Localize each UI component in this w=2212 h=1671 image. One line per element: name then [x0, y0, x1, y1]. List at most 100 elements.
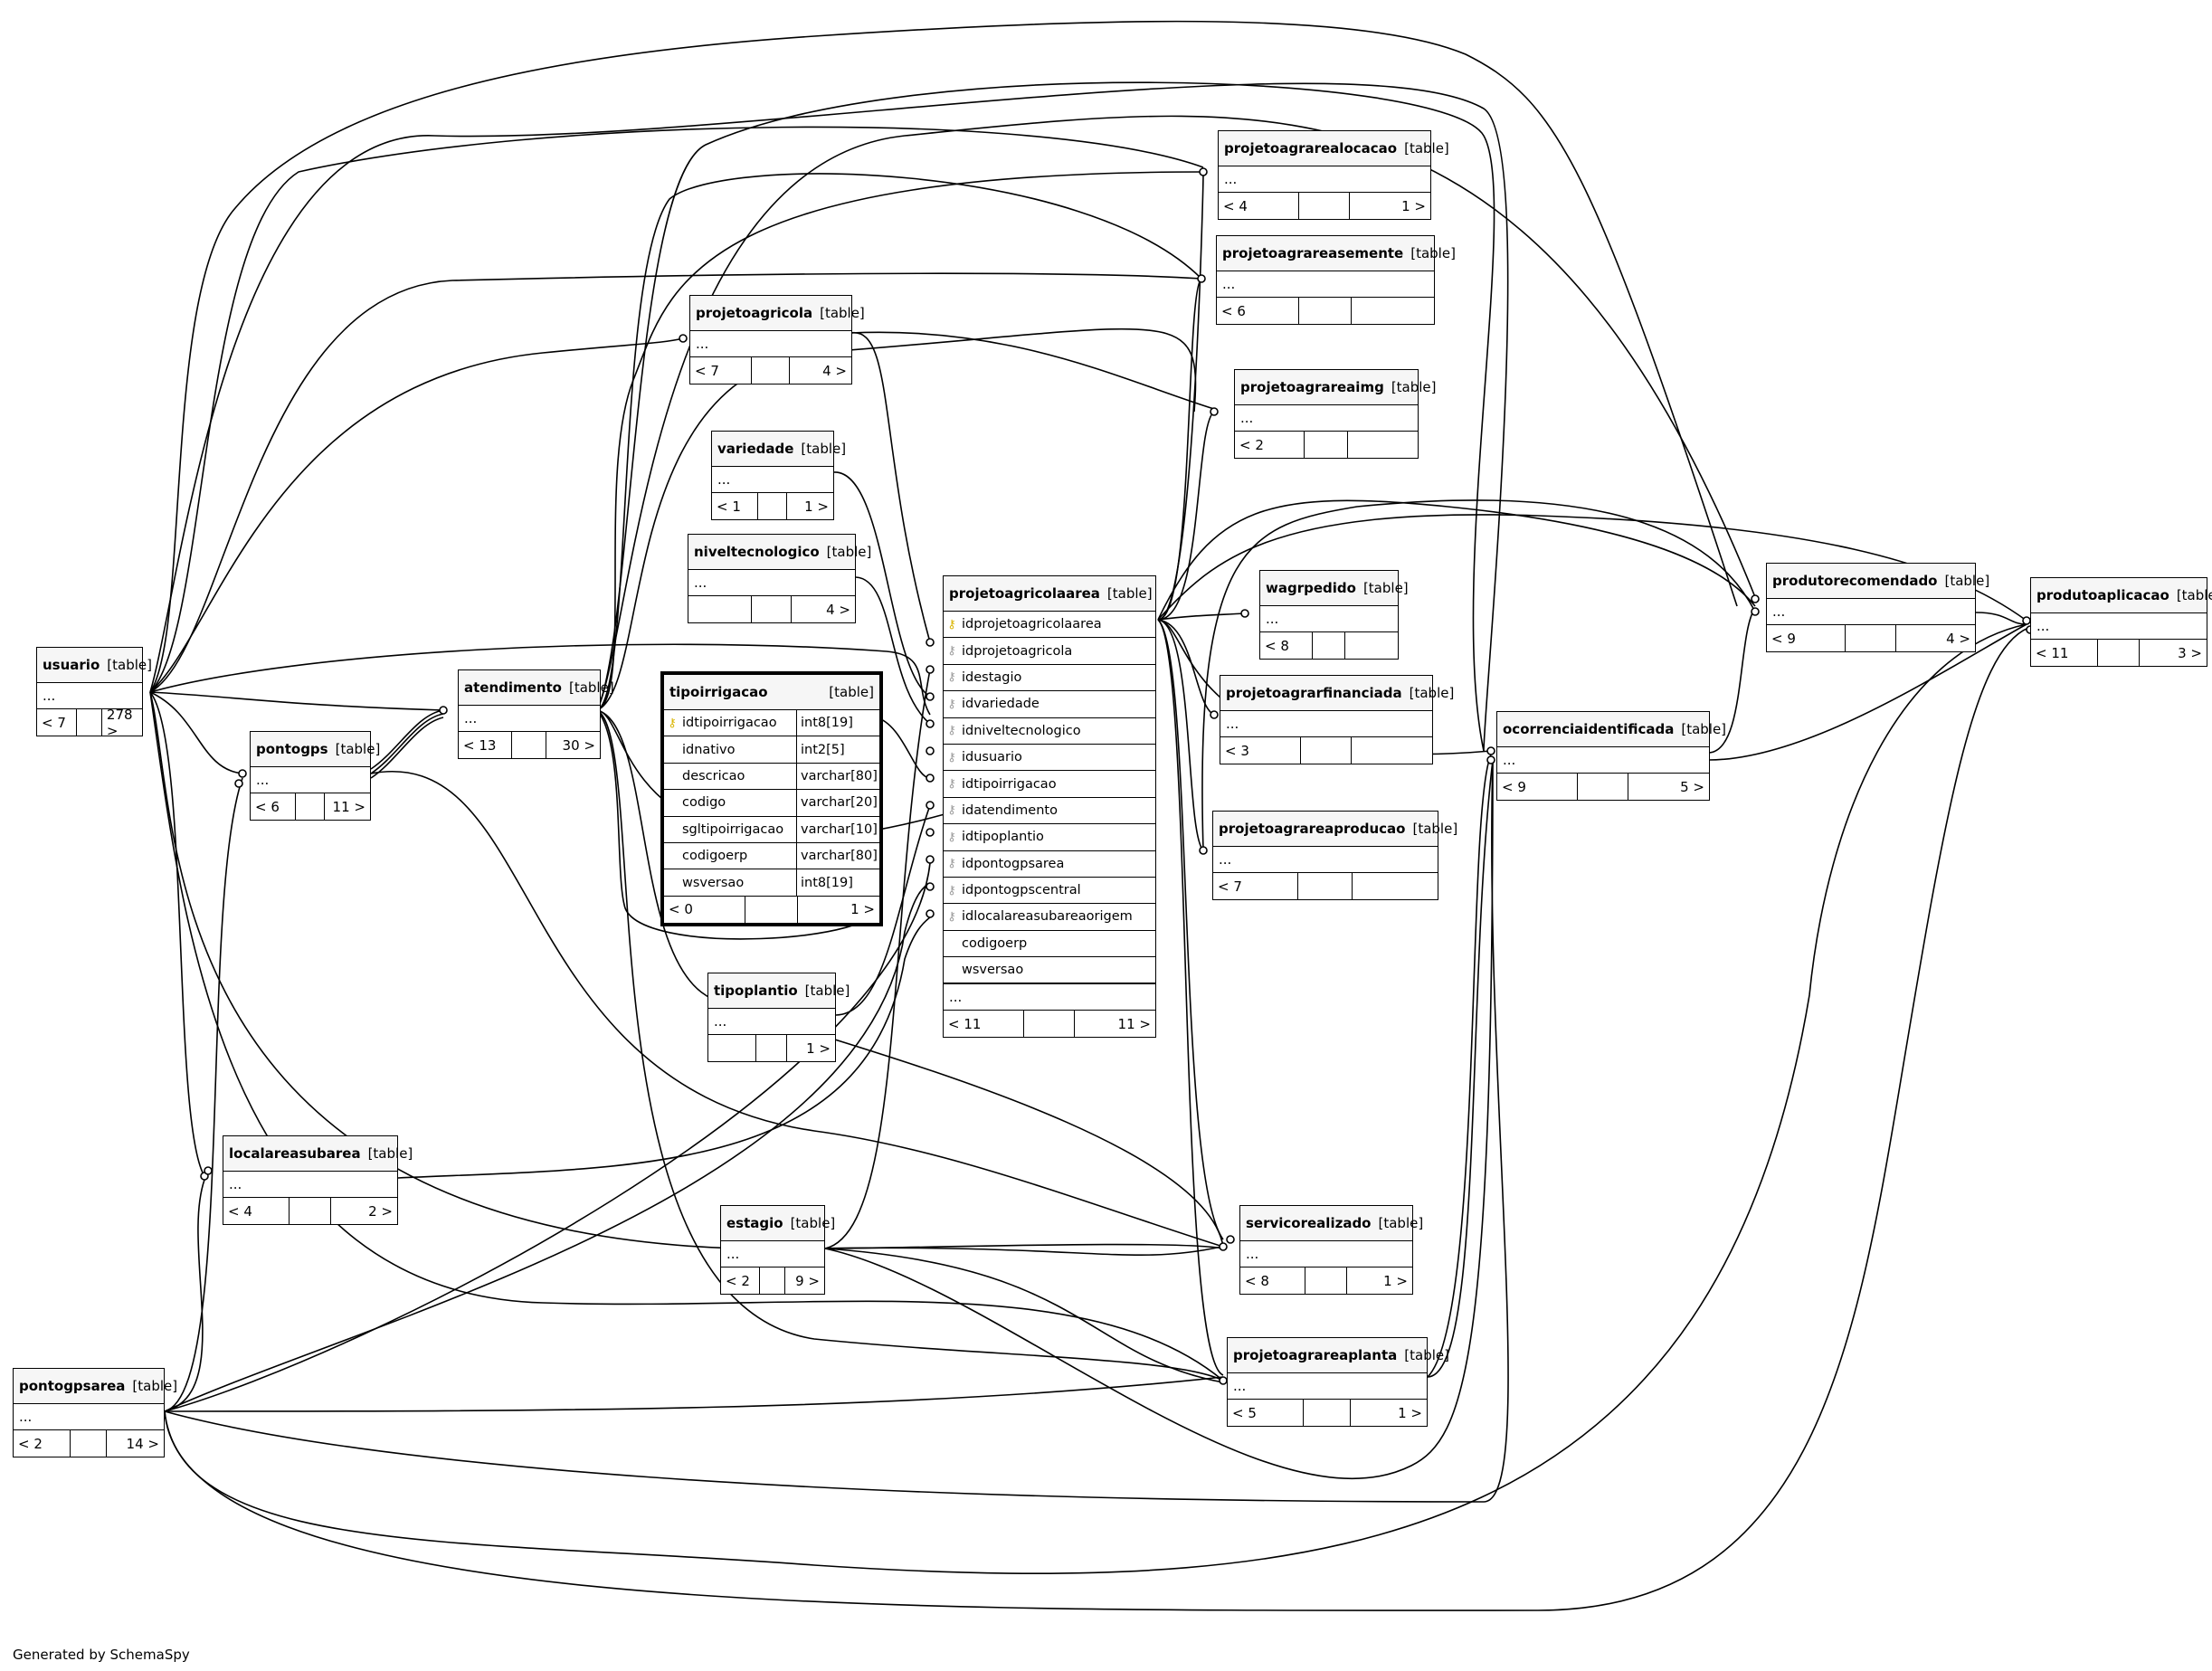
- parents-count[interactable]: < 3: [1220, 737, 1301, 764]
- columns-ellipsis[interactable]: ...: [1240, 1241, 1412, 1267]
- parents-count[interactable]: < 7: [1213, 873, 1299, 899]
- parents-count[interactable]: < 2: [1235, 432, 1305, 458]
- column-row[interactable]: ⚷idvariedade: [944, 691, 1155, 718]
- table-wagrpedido[interactable]: wagrpedido[table] ... < 8: [1259, 570, 1409, 660]
- children-count[interactable]: 1 >: [1401, 197, 1426, 214]
- column-row[interactable]: ⚷idestagio: [944, 665, 1155, 692]
- column-row[interactable]: wsversao: [944, 957, 1155, 984]
- columns-ellipsis[interactable]: ...: [459, 706, 600, 732]
- columns-ellipsis[interactable]: ...: [1217, 271, 1434, 298]
- parents-count[interactable]: < 4: [1219, 193, 1299, 219]
- table-produtoaplicacao[interactable]: produtoaplicacao[table] ... < 113 >: [2030, 577, 2212, 667]
- children-count[interactable]: 1 >: [850, 901, 875, 918]
- column-row[interactable]: ⚷idlocalareasubareaorigem: [944, 904, 1155, 931]
- children-count[interactable]: 1 >: [1383, 1272, 1408, 1289]
- column-row[interactable]: ⚷idtipoplantio: [944, 824, 1155, 851]
- children-count[interactable]: 9 >: [795, 1272, 820, 1289]
- columns-ellipsis[interactable]: ...: [708, 1009, 835, 1035]
- children-count[interactable]: 14 >: [126, 1435, 159, 1452]
- parents-count[interactable]: [688, 596, 752, 622]
- columns-ellipsis[interactable]: ...: [690, 331, 851, 357]
- children-count[interactable]: [1345, 632, 1398, 659]
- columns-ellipsis[interactable]: ...: [1228, 1373, 1427, 1400]
- columns-ellipsis[interactable]: ...: [1260, 606, 1398, 632]
- table-projetoagrareasemente[interactable]: projetoagrareasemente[table] ... < 6: [1216, 235, 1456, 325]
- parents-count[interactable]: < 1: [712, 493, 758, 519]
- children-count[interactable]: 278 >: [106, 706, 133, 739]
- children-count[interactable]: [1352, 298, 1434, 324]
- column-row[interactable]: ⚷idusuario: [944, 745, 1155, 772]
- parents-count[interactable]: < 6: [1217, 298, 1300, 324]
- children-count[interactable]: [1348, 432, 1418, 458]
- columns-ellipsis[interactable]: ...: [223, 1172, 397, 1198]
- parents-count[interactable]: < 11: [944, 1011, 1024, 1038]
- column-row[interactable]: ⚷idatendimento: [944, 798, 1155, 825]
- parents-count[interactable]: < 6: [251, 793, 297, 820]
- column-row[interactable]: ⚷idniveltecnologico: [944, 718, 1155, 745]
- column-row[interactable]: ⚷idprojetoagricolaarea: [944, 612, 1155, 639]
- parents-count[interactable]: < 8: [1260, 632, 1313, 659]
- children-count[interactable]: 11 >: [1117, 1015, 1151, 1032]
- parents-count[interactable]: < 7: [37, 709, 78, 736]
- parents-count[interactable]: [708, 1035, 757, 1061]
- columns-ellipsis[interactable]: ...: [721, 1241, 824, 1267]
- children-count[interactable]: 30 >: [562, 736, 595, 754]
- columns-ellipsis[interactable]: ...: [2031, 613, 2207, 640]
- table-projetoagrarfinanciada[interactable]: projetoagrarfinanciada[table] ... < 3: [1220, 675, 1454, 764]
- columns-ellipsis[interactable]: ...: [251, 767, 370, 793]
- parents-count[interactable]: < 2: [14, 1430, 71, 1457]
- parents-count[interactable]: < 11: [2031, 640, 2098, 666]
- columns-ellipsis[interactable]: ...: [944, 983, 1155, 1011]
- column-row[interactable]: ⚷idtipoirrigacao: [944, 771, 1155, 798]
- column-row[interactable]: ⚷idpontogpscentral: [944, 878, 1155, 905]
- table-niveltecnologico[interactable]: niveltecnologico[table] ... 4 >: [688, 534, 871, 623]
- columns-ellipsis[interactable]: ...: [1219, 166, 1430, 193]
- parents-count[interactable]: < 9: [1497, 774, 1578, 800]
- columns-ellipsis[interactable]: ...: [37, 683, 142, 709]
- parents-count[interactable]: < 5: [1228, 1400, 1304, 1426]
- children-count[interactable]: 4 >: [822, 362, 847, 379]
- columns-ellipsis[interactable]: ...: [1235, 405, 1418, 432]
- parents-count[interactable]: < 4: [223, 1198, 290, 1224]
- table-tipoplantio[interactable]: tipoplantio[table] ... 1 >: [707, 973, 850, 1062]
- column-row[interactable]: ⚷idprojetoagricola: [944, 638, 1155, 665]
- children-count[interactable]: 2 >: [368, 1202, 393, 1220]
- children-count[interactable]: 1 >: [804, 498, 829, 515]
- columns-ellipsis[interactable]: ...: [1767, 599, 1975, 625]
- table-projetoagrareaproducao[interactable]: projetoagrareaproducao[table] ... < 7: [1212, 811, 1457, 900]
- columns-ellipsis[interactable]: ...: [1220, 711, 1432, 737]
- parents-count[interactable]: < 0: [664, 896, 746, 923]
- columns-ellipsis[interactable]: ...: [688, 570, 855, 596]
- children-count[interactable]: [1352, 737, 1432, 764]
- children-count[interactable]: 4 >: [1946, 630, 1970, 647]
- columns-ellipsis[interactable]: ...: [1497, 747, 1709, 774]
- children-count[interactable]: 11 >: [332, 798, 366, 815]
- column-row[interactable]: codigoerp: [944, 931, 1155, 958]
- table-projetoagricolaarea[interactable]: projetoagricolaarea[table] ⚷idprojetoagr…: [943, 575, 1156, 1039]
- parents-count[interactable]: < 2: [721, 1267, 761, 1294]
- columns-ellipsis[interactable]: ...: [14, 1404, 164, 1430]
- parents-count[interactable]: < 8: [1240, 1267, 1306, 1294]
- children-count[interactable]: 1 >: [1398, 1404, 1422, 1421]
- children-count[interactable]: 4 >: [826, 601, 850, 618]
- columns-ellipsis[interactable]: ...: [1213, 847, 1438, 873]
- columns-ellipsis[interactable]: ...: [712, 467, 833, 493]
